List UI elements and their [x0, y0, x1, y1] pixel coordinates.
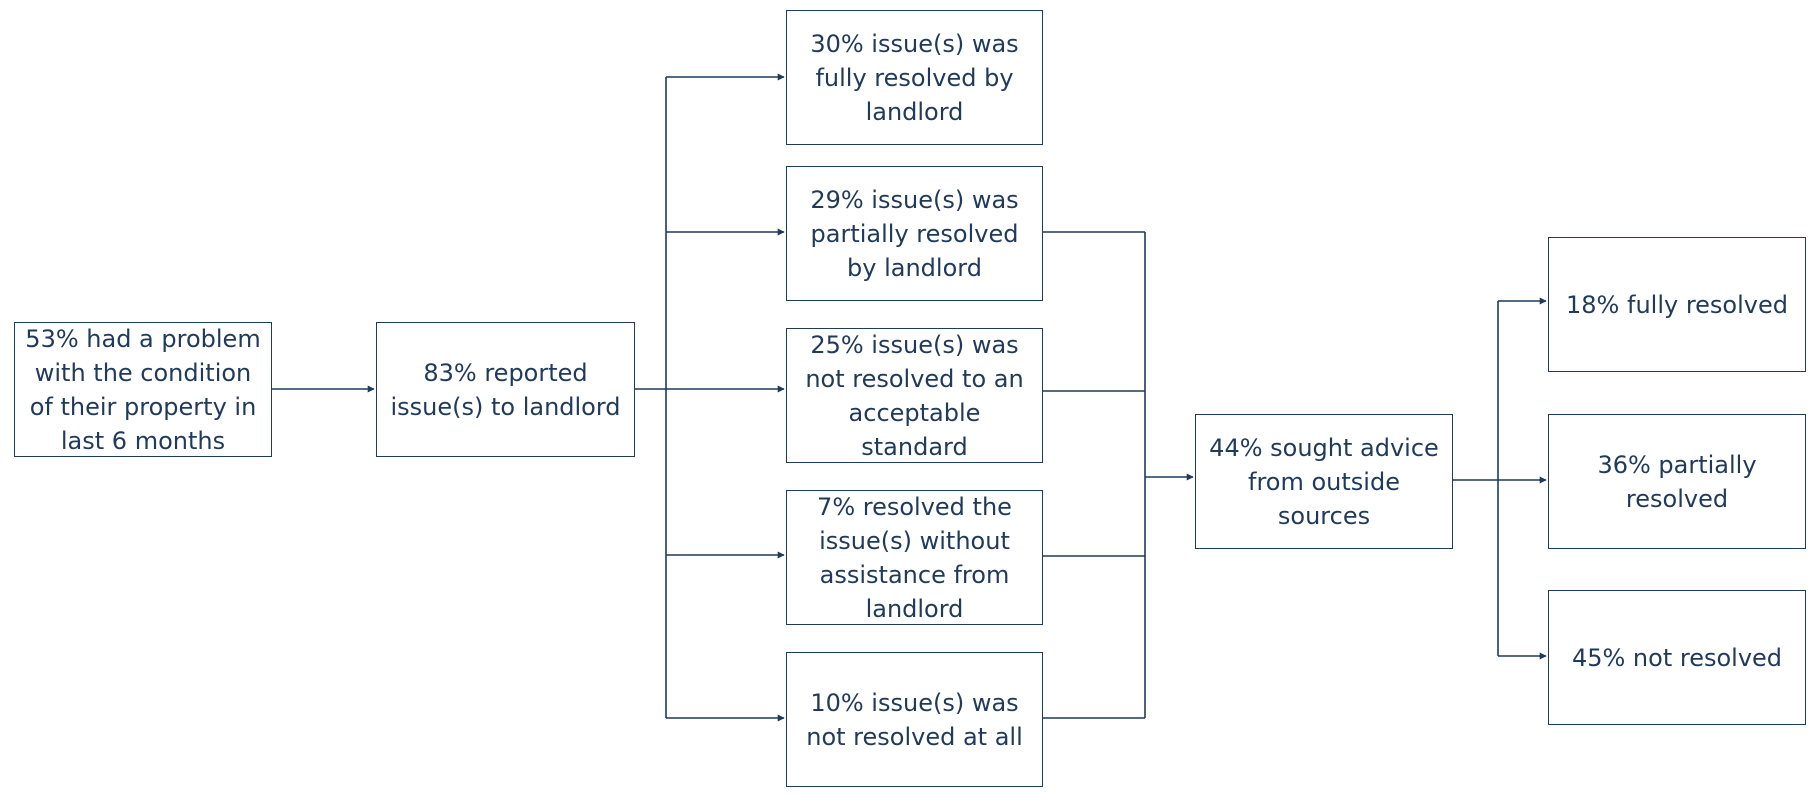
- node-sought-advice-text: 44% sought advice from outside sources: [1209, 433, 1439, 530]
- node-fully-resolved-by-landlord-text: 30% issue(s) was fully resolved by landl…: [810, 29, 1019, 126]
- node-advice-not-resolved: 45% not resolved: [1548, 590, 1806, 725]
- node-partially-resolved-by-landlord: 29% issue(s) was partially resolved by l…: [786, 166, 1043, 301]
- node-advice-fully-resolved-text: 18% fully resolved: [1566, 290, 1788, 319]
- node-advice-partially-resolved: 36% partially resolved: [1548, 414, 1806, 549]
- node-advice-fully-resolved: 18% fully resolved: [1548, 237, 1806, 372]
- node-reported-to-landlord-text: 83% reported issue(s) to landlord: [390, 358, 621, 421]
- node-reported-to-landlord: 83% reported issue(s) to landlord: [376, 322, 635, 457]
- node-partially-resolved-by-landlord-text: 29% issue(s) was partially resolved by l…: [810, 185, 1019, 282]
- node-advice-partially-resolved-text: 36% partially resolved: [1597, 450, 1757, 513]
- node-not-resolved-at-all-text: 10% issue(s) was not resolved at all: [806, 688, 1023, 751]
- node-had-problem-text: 53% had a problem with the condition of …: [25, 324, 261, 455]
- node-not-acceptable-standard-text: 25% issue(s) was not resolved to an acce…: [805, 330, 1024, 461]
- node-not-resolved-at-all: 10% issue(s) was not resolved at all: [786, 652, 1043, 787]
- node-advice-not-resolved-text: 45% not resolved: [1571, 643, 1783, 672]
- node-had-problem: 53% had a problem with the condition of …: [14, 322, 272, 457]
- node-fully-resolved-by-landlord: 30% issue(s) was fully resolved by landl…: [786, 10, 1043, 145]
- node-sought-advice: 44% sought advice from outside sources: [1195, 414, 1453, 549]
- node-resolved-without-landlord: 7% resolved the issue(s) without assista…: [786, 490, 1043, 625]
- node-not-acceptable-standard: 25% issue(s) was not resolved to an acce…: [786, 328, 1043, 463]
- node-resolved-without-landlord-text: 7% resolved the issue(s) without assista…: [817, 492, 1012, 623]
